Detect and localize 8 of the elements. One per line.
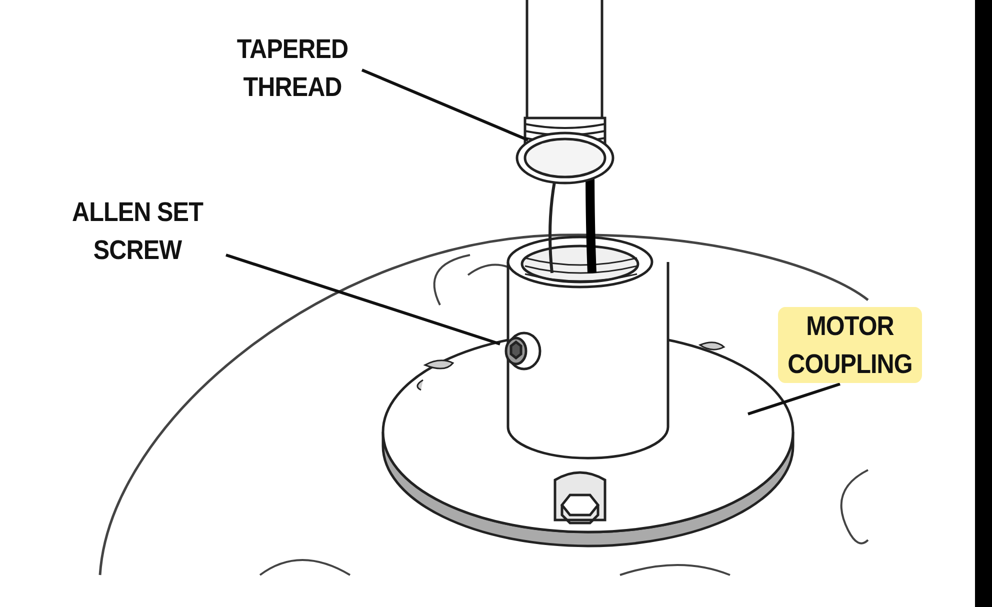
leader-line [226,254,500,346]
set-screw-drawing [504,332,542,370]
threaded-pipe-end-drawing [516,116,614,184]
part-label: ALLEN SET SCREW [58,193,216,269]
leader-line [748,382,840,416]
leader-line [361,68,529,142]
part-label: MOTOR COUPLING [778,307,922,383]
part-label: TAPERED THREAD [214,30,372,106]
